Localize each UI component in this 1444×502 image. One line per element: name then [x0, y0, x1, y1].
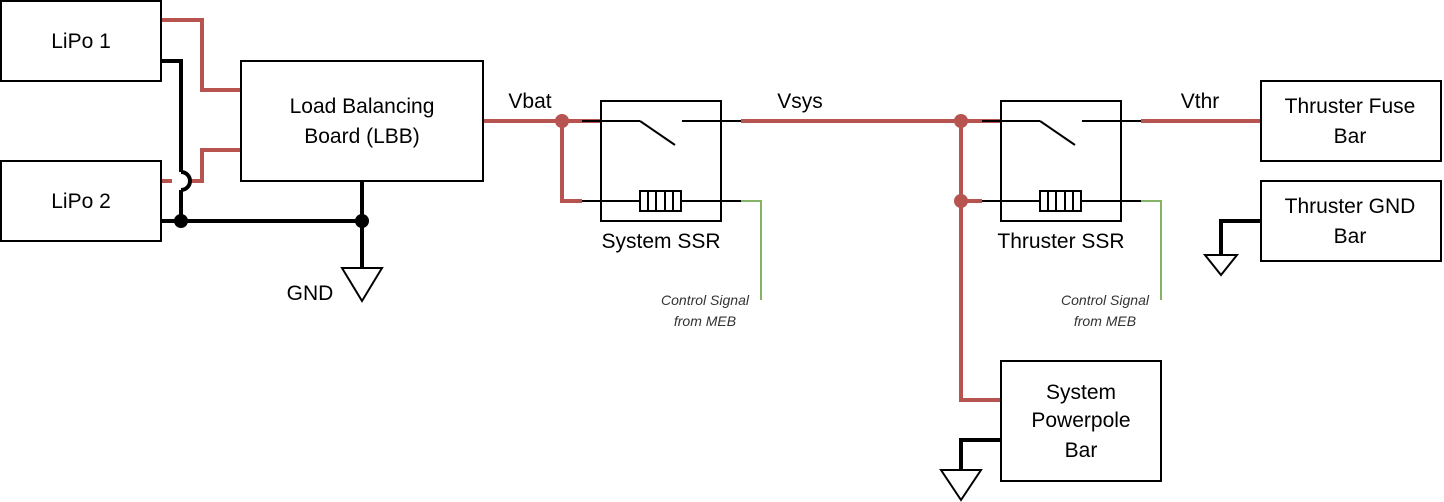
thruster-gnd-bar-label-line1: Thruster GND: [1285, 195, 1416, 218]
system-ctrl-label-line1: Control Signal: [661, 292, 750, 308]
junction-dots: [174, 114, 968, 228]
ground-symbol-powerpole: [939, 469, 983, 502]
lipo2-label: LiPo 2: [51, 190, 111, 213]
wire-system-ctrl: [741, 200, 762, 300]
thruster-fuse-bar-box: [1260, 80, 1442, 162]
wire-vbat-branch: [560, 121, 582, 203]
wire-vsys-to-powerpole: [959, 201, 1001, 402]
ground-symbol-thruster: [1202, 254, 1240, 277]
lbb-label-line1: Load Balancing: [290, 95, 435, 118]
vsys-label: Vsys: [777, 90, 823, 113]
gnd-label: GND: [287, 282, 334, 305]
powerpole-bar-box: [1000, 360, 1162, 482]
thruster-ssr-label: Thruster SSR: [997, 230, 1124, 253]
thruster-gnd-bar-box: [1260, 180, 1442, 262]
thruster-fuse-bar-label-line2: Bar: [1334, 125, 1367, 148]
lbb-box: [240, 60, 484, 182]
junction-vsys-branch: [954, 194, 968, 208]
powerpole-bar-label-line2: Powerpole: [1031, 409, 1130, 432]
vthr-label: Vthr: [1181, 90, 1220, 113]
powerpole-bar-label-line3: Bar: [1065, 439, 1098, 462]
system-ssr-fuse: [639, 190, 682, 212]
junction-gnd-lbb: [355, 214, 369, 228]
wire-powerpole-gnd: [959, 438, 1001, 470]
thruster-ssr-fuse: [1039, 190, 1082, 212]
system-ctrl-label-line2: from MEB: [674, 313, 736, 329]
thruster-ctrl-label-line2: from MEB: [1074, 313, 1136, 329]
lipo1-label: LiPo 1: [51, 30, 111, 53]
system-ssr-switch-blade: [639, 120, 676, 146]
thruster-fuse-bar-label-line1: Thruster Fuse: [1285, 95, 1416, 118]
thruster-ssr-switch-blade: [1039, 120, 1076, 146]
thruster-ctrl-label-line1: Control Signal: [1061, 292, 1150, 308]
wire-thruster-gnd: [1219, 219, 1260, 255]
system-ssr-symbol: [582, 100, 741, 222]
lbb-label-line2: Board (LBB): [304, 125, 420, 148]
wire-lipo2-to-lbb-b: [190, 148, 240, 183]
vbat-label: Vbat: [508, 90, 551, 113]
thruster-gnd-bar-label-line2: Bar: [1334, 225, 1367, 248]
junction-vsys: [954, 114, 968, 128]
wire-lipo1-to-lbb: [161, 18, 240, 92]
lipo1-box: [0, 0, 162, 82]
wire-thruster-ctrl: [1141, 200, 1162, 300]
thruster-ssr-symbol: [982, 100, 1141, 222]
system-ssr-label: System SSR: [601, 230, 720, 253]
powerpole-bar-label-line1: System: [1046, 381, 1116, 404]
junction-vbat: [555, 114, 569, 128]
junction-gnd-left: [174, 214, 188, 228]
wire-lipo1-gnd: [161, 59, 183, 172]
wire-vsys-branch: [959, 121, 982, 203]
wire-lipo1-gnd-hop: [180, 170, 192, 192]
lipo2-box: [0, 160, 162, 242]
ground-symbol-main: [340, 267, 384, 303]
